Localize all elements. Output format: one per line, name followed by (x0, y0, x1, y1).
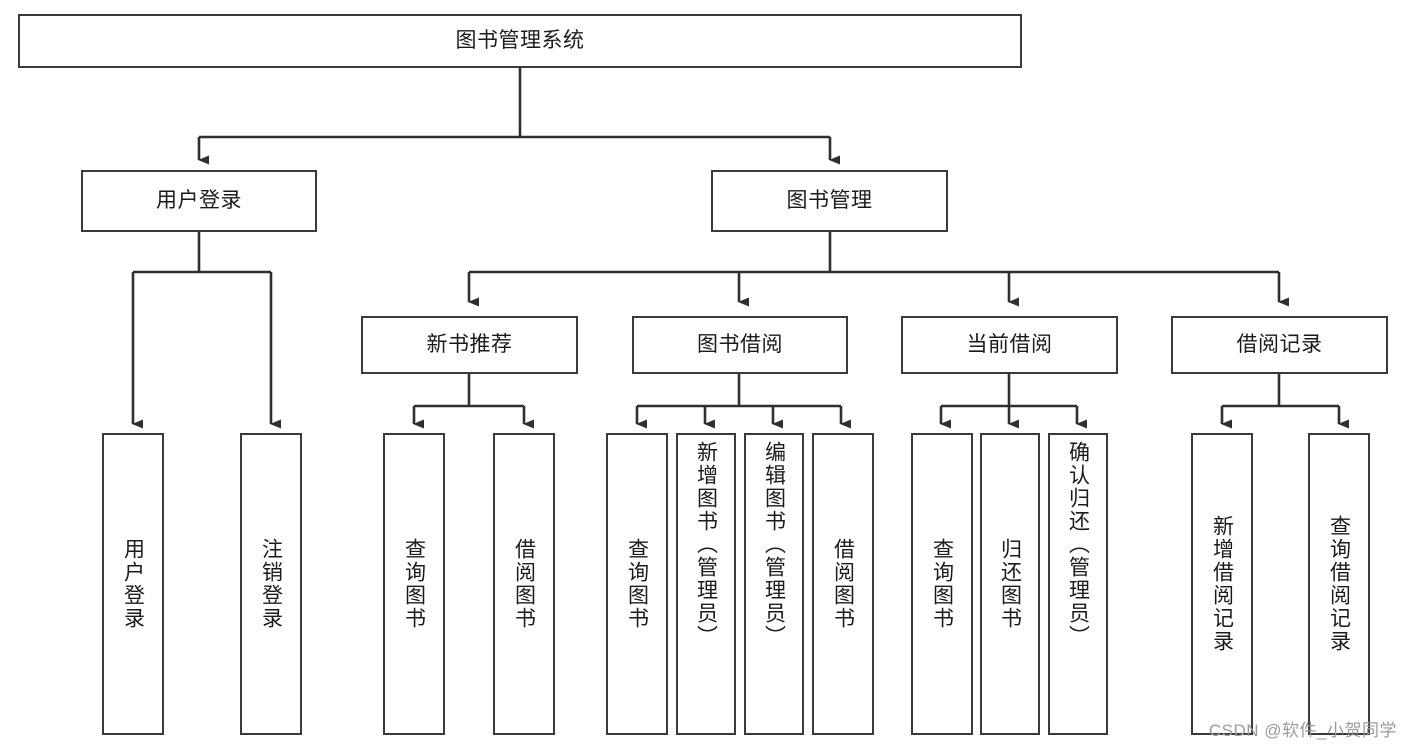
node-leaf-add-record-label: 新增借阅记录 (1210, 515, 1234, 653)
node-leaf-edit-book-label: 编辑图书（管理员） (762, 441, 786, 648)
node-leaf-query-record-label: 查询借阅记录 (1327, 515, 1351, 653)
node-leaf-add-record[interactable]: 新增借阅记录 (1191, 433, 1253, 735)
node-leaf-user-logout[interactable]: 注销登录 (240, 433, 302, 735)
node-root-label: 图书管理系统 (455, 29, 585, 53)
node-leaf-return-book[interactable]: 归还图书 (980, 433, 1040, 735)
node-leaf-query-book-1-label: 查询图书 (402, 538, 426, 630)
node-leaf-confirm-return[interactable]: 确认归还（管理员） (1048, 433, 1108, 735)
node-leaf-borrow-book-2[interactable]: 借阅图书 (812, 433, 874, 735)
node-leaf-query-book-2-label: 查询图书 (625, 538, 649, 630)
node-current-borrow-label: 当前借阅 (966, 333, 1053, 357)
node-leaf-query-record[interactable]: 查询借阅记录 (1308, 433, 1370, 735)
node-user-login[interactable]: 用户登录 (81, 170, 317, 232)
node-leaf-user-login-label: 用户登录 (121, 538, 145, 630)
node-borrow-record-label: 借阅记录 (1236, 333, 1323, 357)
csdn-watermark: CSDN @软件_小贺同学 (1208, 721, 1397, 740)
node-leaf-borrow-book-2-label: 借阅图书 (831, 538, 855, 630)
node-leaf-query-book-2[interactable]: 查询图书 (606, 433, 668, 735)
node-book-manage-label: 图书管理 (786, 189, 873, 213)
node-leaf-edit-book[interactable]: 编辑图书（管理员） (744, 433, 804, 735)
node-book-manage[interactable]: 图书管理 (711, 170, 948, 232)
node-leaf-confirm-return-label: 确认归还（管理员） (1066, 441, 1090, 648)
node-book-borrow-label: 图书借阅 (697, 333, 783, 357)
node-leaf-borrow-book-1-label: 借阅图书 (512, 538, 536, 630)
node-leaf-borrow-book-1[interactable]: 借阅图书 (493, 433, 555, 735)
node-borrow-record[interactable]: 借阅记录 (1171, 316, 1388, 374)
node-leaf-query-book-1[interactable]: 查询图书 (383, 433, 445, 735)
node-leaf-user-logout-label: 注销登录 (259, 538, 283, 630)
node-leaf-add-book-label: 新增图书（管理员） (694, 441, 718, 648)
node-leaf-user-login[interactable]: 用户登录 (102, 433, 164, 735)
node-new-book-recommend-label: 新书推荐 (426, 333, 513, 357)
node-root[interactable]: 图书管理系统 (18, 14, 1022, 68)
node-current-borrow[interactable]: 当前借阅 (901, 316, 1118, 374)
node-book-borrow[interactable]: 图书借阅 (632, 316, 848, 374)
node-user-login-label: 用户登录 (156, 189, 242, 213)
node-leaf-query-book-3-label: 查询图书 (930, 538, 954, 630)
node-leaf-query-book-3[interactable]: 查询图书 (911, 433, 973, 735)
node-leaf-add-book[interactable]: 新增图书（管理员） (676, 433, 736, 735)
node-leaf-return-book-label: 归还图书 (998, 538, 1022, 630)
node-new-book-recommend[interactable]: 新书推荐 (361, 316, 578, 374)
